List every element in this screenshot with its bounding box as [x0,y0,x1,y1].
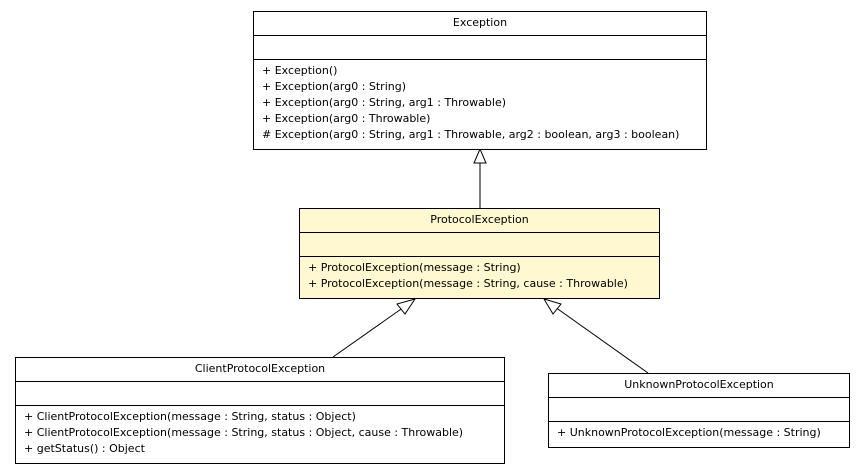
operations-compartment: + ClientProtocolException(message : Stri… [16,406,504,457]
attributes-compartment [16,382,504,406]
operation: + Exception(arg0 : Throwable) [262,112,431,125]
attributes-compartment [254,36,706,60]
operation: + ProtocolException(message : String, ca… [308,277,628,290]
operation: + UnknownProtocolException(message : Str… [557,426,821,439]
generalization-client-to-protocol [332,298,417,358]
operation: + Exception(arg0 : String) [262,80,407,93]
operation: + getStatus() : Object [24,442,145,455]
generalization-protocol-to-exception [473,147,487,208]
operation: + ClientProtocolException(message : Stri… [24,410,356,423]
class-exception[interactable]: Exception + Exception() + Exception(arg0… [253,11,707,150]
operation: + ClientProtocolException(message : Stri… [24,426,464,439]
operation: + Exception() [262,64,338,77]
class-name: UnknownProtocolException [549,374,849,398]
class-name: Exception [254,12,706,36]
class-name: ProtocolException [300,209,659,233]
class-client-protocol-exception[interactable]: ClientProtocolException + ClientProtocol… [15,357,505,464]
operations-compartment: + ProtocolException(message : String) + … [300,257,659,292]
class-name: ClientProtocolException [16,358,504,382]
class-unknown-protocol-exception[interactable]: UnknownProtocolException + UnknownProtoc… [548,373,850,448]
attributes-compartment [300,233,659,257]
operation: + Exception(arg0 : String, arg1 : Throwa… [262,96,506,109]
generalization-unknown-to-protocol [542,298,649,374]
operation: + ProtocolException(message : String) [308,261,521,274]
operations-compartment: + Exception() + Exception(arg0 : String)… [254,60,706,143]
operations-compartment: + UnknownProtocolException(message : Str… [549,422,849,441]
operation: # Exception(arg0 : String, arg1 : Throwa… [262,128,680,141]
class-protocol-exception[interactable]: ProtocolException + ProtocolException(me… [299,208,660,299]
attributes-compartment [549,398,849,422]
